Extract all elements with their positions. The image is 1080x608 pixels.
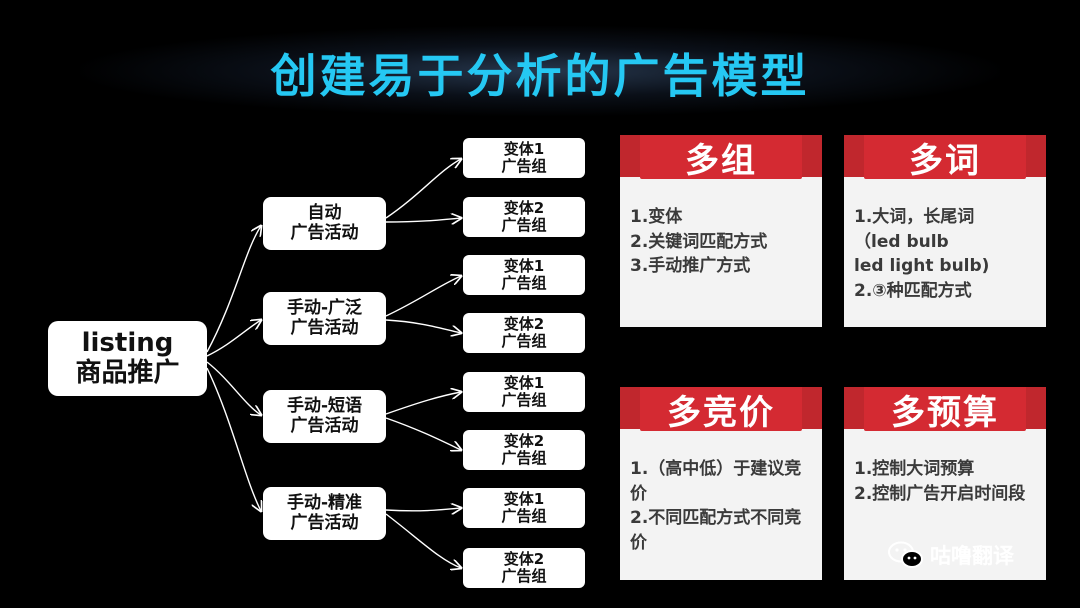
ad-group-line1: 变体1 <box>503 373 545 392</box>
campaign-manual-broad: 手动-广泛 广告活动 <box>263 292 386 345</box>
ad-group-line2: 广告组 <box>501 157 547 175</box>
card-body: 1.大词，长尾词 （led bulb led light bulb) 2.③种匹… <box>854 207 990 301</box>
connector-auto-2 <box>385 218 461 222</box>
ad-group-node: 变体2 广告组 <box>463 313 585 353</box>
card-body: 1.变体 2.关键词匹配方式 3.手动推广方式 <box>630 207 768 277</box>
card-multi-keyword: 多词 1.大词，长尾词 （led bulb led light bulb) 2.… <box>844 135 1046 327</box>
ad-group-line2: 广告组 <box>501 507 547 525</box>
connector-phrase-1 <box>385 392 461 415</box>
card-heading: 多竞价 <box>640 387 802 433</box>
connector-broad-2 <box>385 319 461 333</box>
ad-group-line2: 广告组 <box>501 391 547 409</box>
card-heading: 多词 <box>864 135 1026 181</box>
connector-root-broad <box>206 320 261 357</box>
ad-group-node: 变体1 广告组 <box>463 372 585 412</box>
root-line2: 商品推广 <box>75 357 180 388</box>
connector-root-exact <box>206 367 261 511</box>
card-body: 1.控制大词预算 2.控制广告开启时间段 <box>854 459 1026 504</box>
card-heading: 多组 <box>640 135 802 181</box>
ad-group-node: 变体2 广告组 <box>463 197 585 237</box>
campaign-line2: 广告活动 <box>290 317 359 338</box>
connector-broad-1 <box>385 276 461 317</box>
campaign-manual-phrase: 手动-短语 广告活动 <box>263 390 386 443</box>
card-multi-group: 多组 1.变体 2.关键词匹配方式 3.手动推广方式 <box>620 135 822 327</box>
ad-group-node: 变体1 广告组 <box>463 488 585 528</box>
campaign-line2: 广告活动 <box>290 512 359 533</box>
ad-group-line1: 变体2 <box>503 549 545 568</box>
ad-group-line1: 变体1 <box>503 139 545 158</box>
card-heading: 多预算 <box>864 387 1026 433</box>
connector-auto-1 <box>385 159 461 219</box>
slide-title: 创建易于分析的广告模型 <box>270 49 810 103</box>
campaign-line1: 自动 <box>307 202 342 223</box>
ad-group-line1: 变体2 <box>503 314 545 333</box>
ad-group-line1: 变体1 <box>503 489 545 508</box>
campaign-line1: 手动-广泛 <box>286 297 363 318</box>
ad-group-line1: 变体2 <box>503 431 545 450</box>
ad-group-line1: 变体2 <box>503 198 545 217</box>
ad-group-node: 变体1 广告组 <box>463 255 585 295</box>
card-body: 1.（高中低）于建议竞价 2.不同匹配方式不同竞价 <box>630 459 802 553</box>
campaign-manual-exact: 手动-精准 广告活动 <box>263 487 386 540</box>
watermark-text: 咕噜翻译 <box>930 544 1014 568</box>
campaign-line2: 广告活动 <box>290 415 359 436</box>
ad-group-line2: 广告组 <box>501 449 547 467</box>
connector-phrase-2 <box>385 417 461 450</box>
ad-group-node: 变体1 广告组 <box>463 138 585 178</box>
campaign-line1: 手动-精准 <box>286 492 363 513</box>
connector-exact-2 <box>385 513 461 568</box>
wechat-icon <box>888 541 923 568</box>
connector-root-phrase <box>206 361 261 415</box>
connector-root-auto <box>206 226 261 353</box>
campaign-line2: 广告活动 <box>290 222 359 243</box>
root-node-listing: listing 商品推广 <box>48 321 207 396</box>
ad-group-line2: 广告组 <box>501 567 547 585</box>
ad-group-line1: 变体1 <box>503 256 545 275</box>
title-glow <box>80 26 1000 116</box>
watermark: 咕噜翻译 <box>888 540 1014 570</box>
campaign-line1: 手动-短语 <box>286 395 363 416</box>
card-multi-bid: 多竞价 1.（高中低）于建议竞价 2.不同匹配方式不同竞价 <box>620 387 822 580</box>
ad-group-node: 变体2 广告组 <box>463 548 585 588</box>
card-multi-budget: 多预算 1.控制大词预算 2.控制广告开启时间段 <box>844 387 1046 580</box>
ad-group-line2: 广告组 <box>501 274 547 292</box>
ad-group-node: 变体2 广告组 <box>463 430 585 470</box>
connector-exact-1 <box>385 508 461 511</box>
ad-group-line2: 广告组 <box>501 216 547 234</box>
campaign-auto: 自动 广告活动 <box>263 197 386 250</box>
root-line1: listing <box>81 327 174 358</box>
ad-group-line2: 广告组 <box>501 332 547 350</box>
